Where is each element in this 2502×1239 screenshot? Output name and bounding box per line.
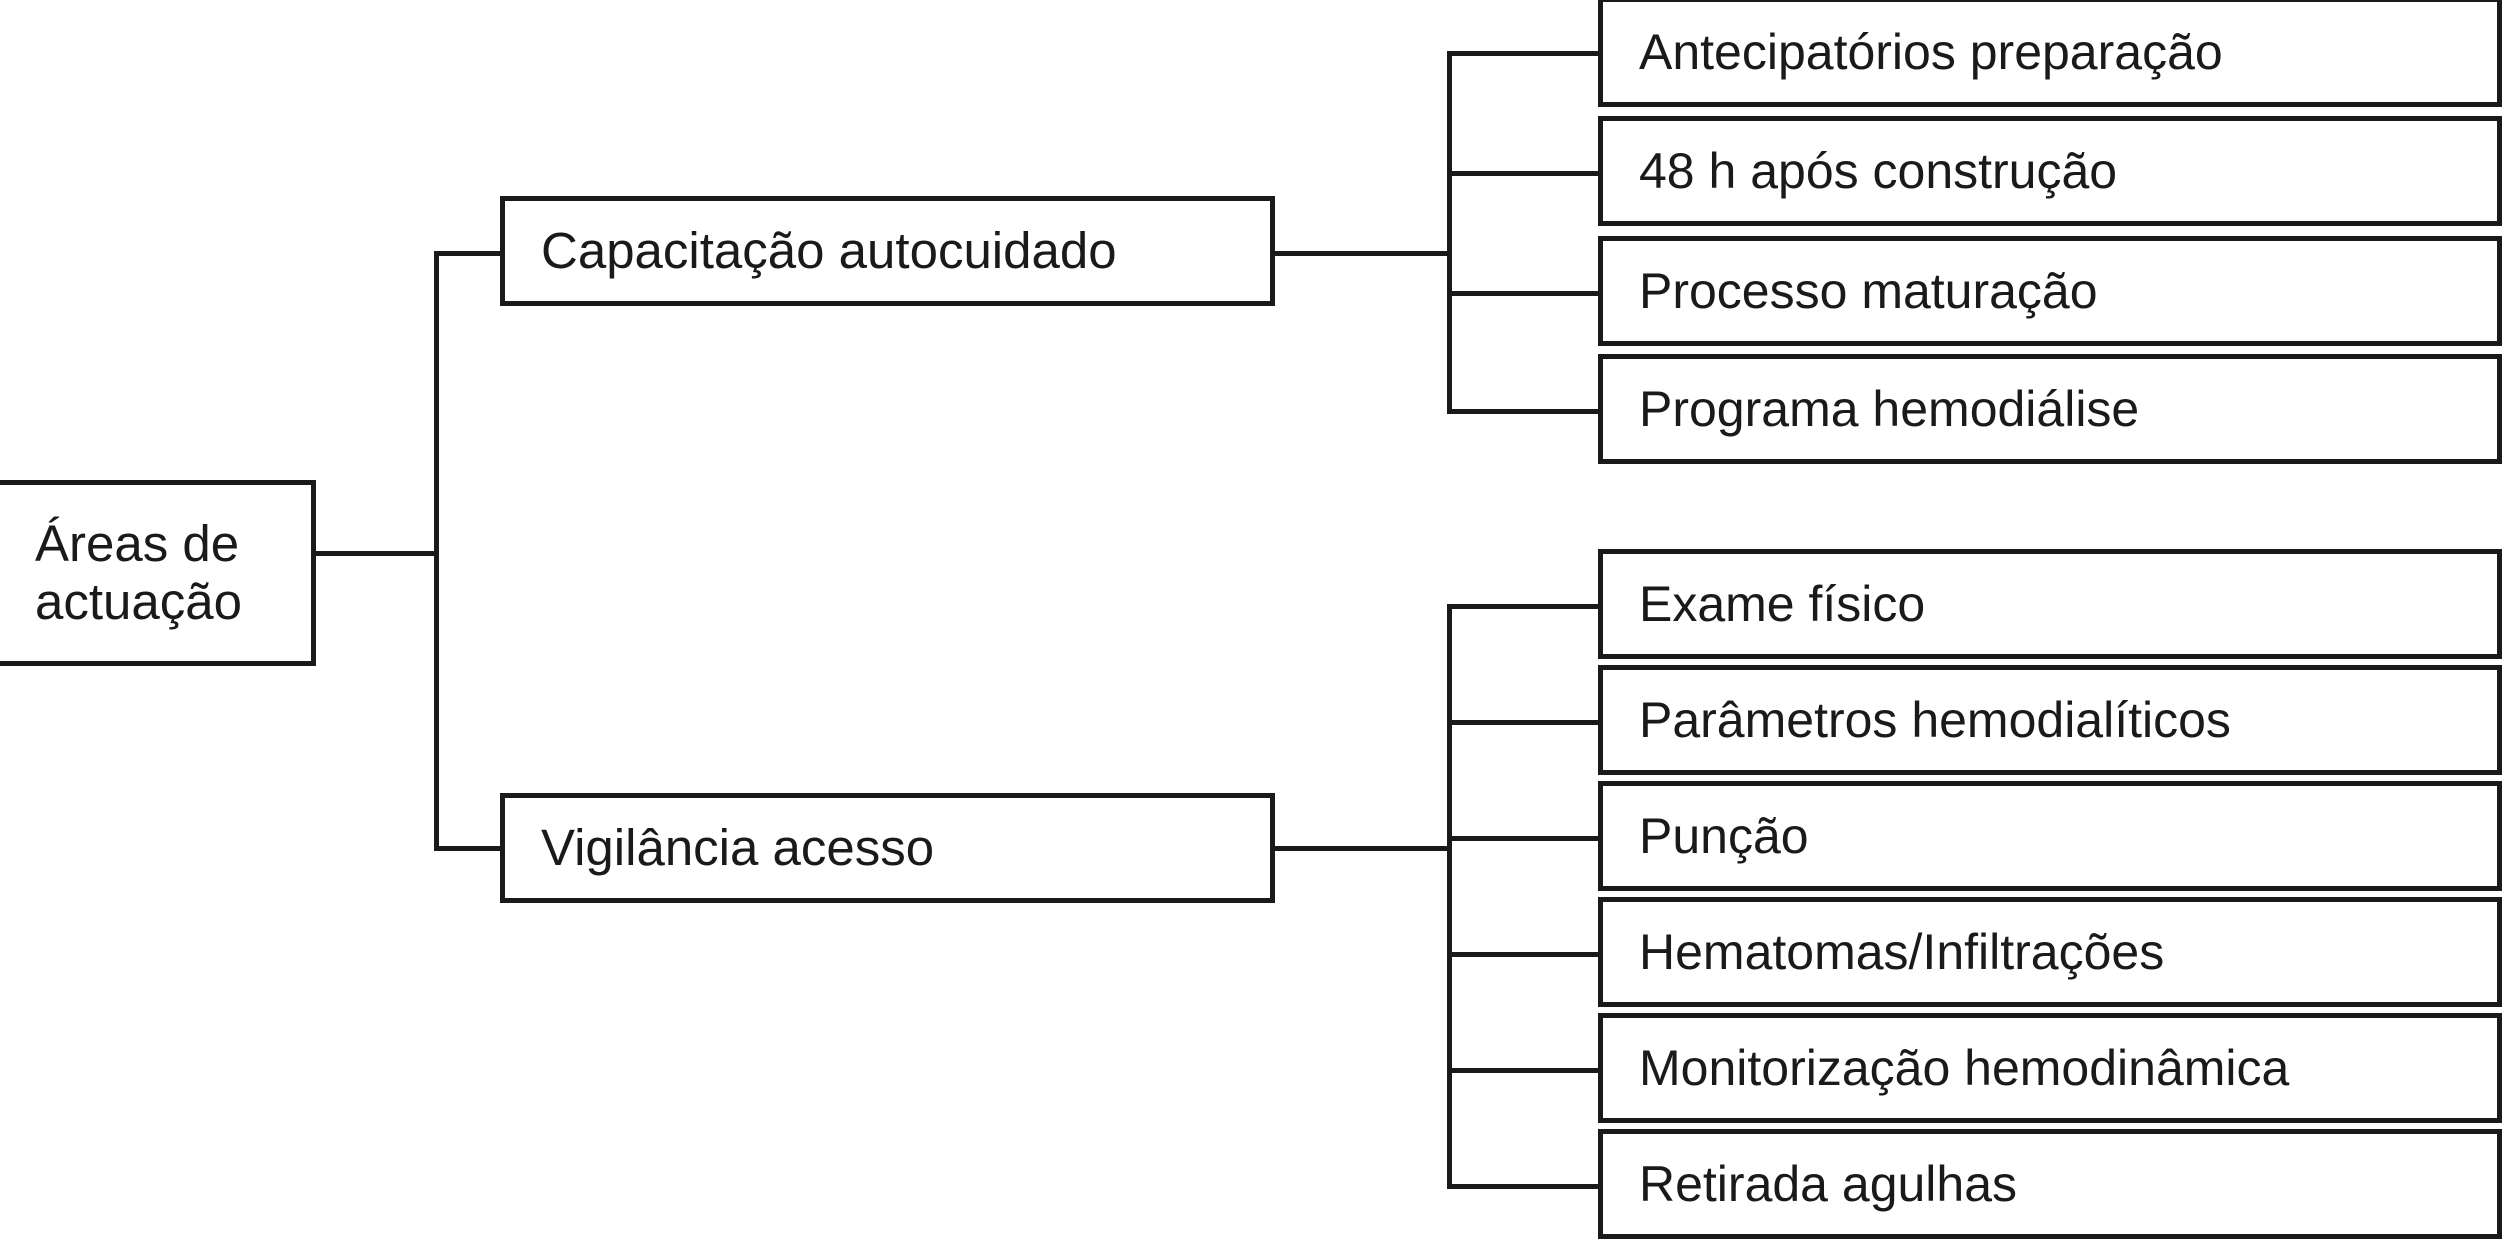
leaf-node-hematomas-infiltracoes[interactable]: Hematomas/Infiltrações (1598, 897, 2502, 1007)
leaf-node-puncao[interactable]: Punção (1598, 781, 2502, 891)
leaf-node-label: Retirada agulhas (1639, 1155, 2018, 1212)
connector-upper-leaf-2-stub (1447, 171, 1603, 176)
leaf-node-processo-maturacao[interactable]: Processo maturação (1598, 236, 2502, 346)
leaf-node-label: 48 h após construção (1639, 142, 2118, 199)
connector-upper-leaf-4-stub (1447, 409, 1603, 414)
leaf-node-label: Programa hemodiálise (1639, 380, 2140, 437)
leaf-node-antecipatorios-preparacao[interactable]: Antecipatórios preparação (1598, 0, 2502, 107)
connector-upper-leaf-3-stub (1447, 291, 1603, 296)
leaf-node-label: Punção (1639, 807, 1809, 864)
leaf-node-label: Antecipatórios preparação (1639, 23, 2223, 80)
leaf-node-48h-apos-construcao[interactable]: 48 h após construção (1598, 116, 2502, 226)
leaf-node-parametros-hemodialiticos[interactable]: Parâmetros hemodialíticos (1598, 665, 2502, 775)
leaf-node-label: Monitorização hemodinâmica (1639, 1039, 2290, 1096)
connector-lower-leaf-5-stub (1447, 1068, 1603, 1073)
root-node-label: Áreas de actuação (35, 514, 242, 630)
leaf-node-label: Processo maturação (1639, 262, 2098, 319)
branch-node-label: Vigilância acesso (541, 818, 935, 876)
connector-capacitacao-out-stub (1272, 251, 1452, 256)
connector-upper-leaf-1-stub (1447, 51, 1603, 56)
connector-lower-leaf-1-stub (1447, 604, 1603, 609)
connector-lower-leaf-4-stub (1447, 952, 1603, 957)
branch-node-vigilancia-acesso[interactable]: Vigilância acesso (500, 793, 1275, 903)
connector-branch-vigilancia-stub (434, 846, 504, 851)
root-node-areas-de-actuacao[interactable]: Áreas de actuação (0, 480, 316, 666)
leaf-node-label: Parâmetros hemodialíticos (1639, 691, 2231, 748)
connector-lower-leaf-6-stub (1447, 1184, 1603, 1189)
leaf-node-monitorizacao-hemodinamica[interactable]: Monitorização hemodinâmica (1598, 1013, 2502, 1123)
branch-node-label: Capacitação autocuidado (541, 221, 1117, 279)
branch-node-capacitacao-autocuidado[interactable]: Capacitação autocuidado (500, 196, 1275, 306)
leaf-node-exame-fisico[interactable]: Exame físico (1598, 549, 2502, 659)
connector-lower-leaf-2-stub (1447, 720, 1603, 725)
leaf-node-label: Hematomas/Infiltrações (1639, 923, 2165, 980)
leaf-node-label: Exame físico (1639, 575, 1926, 632)
connector-root-trunk (434, 251, 439, 848)
connector-lower-leaf-trunk (1447, 604, 1452, 1188)
connector-upper-leaf-trunk (1447, 51, 1452, 413)
connector-branch-capacitacao-stub (434, 251, 504, 256)
leaf-node-programa-hemodialise[interactable]: Programa hemodiálise (1598, 354, 2502, 464)
connector-vigilancia-out-stub (1272, 846, 1452, 851)
leaf-node-retirada-agulhas[interactable]: Retirada agulhas (1598, 1129, 2502, 1239)
connector-lower-leaf-3-stub (1447, 836, 1603, 841)
connector-root-stub (313, 551, 439, 556)
